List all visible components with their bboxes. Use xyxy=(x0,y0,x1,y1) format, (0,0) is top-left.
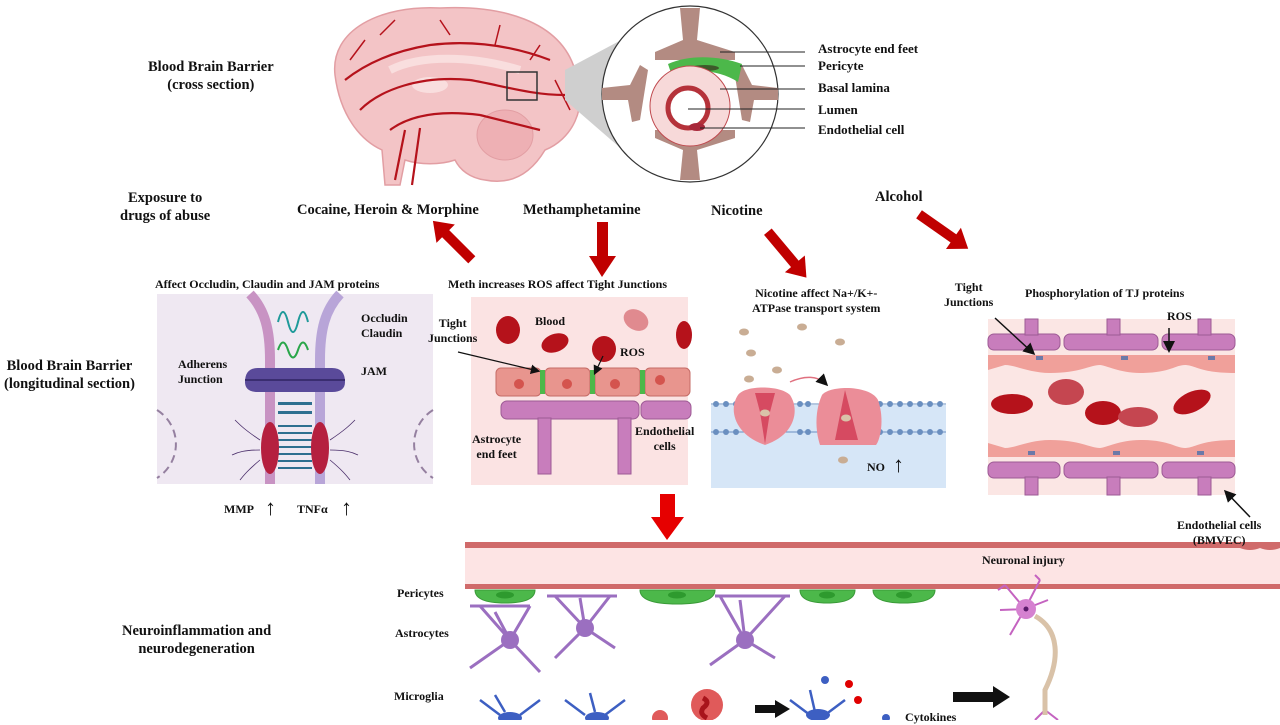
no-label: NO xyxy=(867,460,885,474)
meth-ros-label: ROS xyxy=(620,345,645,359)
adherens-junction-label: Adherens Junction xyxy=(178,357,227,387)
drug-alcohol: Alcohol xyxy=(875,189,923,205)
callout-pericyte: Pericyte xyxy=(818,58,864,73)
meth-panel-caption: Meth increases ROS affect Tight Junction… xyxy=(448,277,667,291)
pericytes-label: Pericytes xyxy=(397,586,444,600)
neuroinflammation-line2: neurodegeneration xyxy=(138,641,255,658)
panel-meth-illustration xyxy=(457,297,692,485)
callout-endothelial-cell: Endothelial cell xyxy=(818,122,905,137)
jam-label: JAM xyxy=(361,364,387,378)
panel-nicotine-illustration xyxy=(711,323,946,488)
callout-basal-lamina: Basal lamina xyxy=(818,80,890,95)
mmp-up-arrow-icon: ↑ xyxy=(265,495,276,520)
cross-section-title-line2: (cross section) xyxy=(167,77,255,94)
drug-cocaine-heroin-morphine: Cocaine, Heroin & Morphine xyxy=(297,202,479,218)
neuron-illustration xyxy=(997,574,1059,720)
black-arrows xyxy=(755,686,1010,718)
meth-tight-line1: Tight xyxy=(438,316,467,330)
mmp-label: MMP xyxy=(224,502,254,516)
cocaine-panel-caption: Affect Occludin, Claudin and JAM protein… xyxy=(155,277,380,291)
adherens-line1: Adherens xyxy=(178,357,228,371)
claudin-label: Claudin xyxy=(361,326,403,340)
drug-arrows xyxy=(432,210,969,278)
alcohol-ros-label: ROS xyxy=(1167,309,1192,323)
bmvec-label: Endothelial cells (BMVEC) xyxy=(1177,518,1261,548)
microglia-label: Microglia xyxy=(394,689,444,703)
longitudinal-title: Blood Brain Barrier (longitudinal sectio… xyxy=(4,357,135,393)
arrow-cocaine xyxy=(432,220,476,264)
arrow-alcohol xyxy=(916,210,969,250)
bmvec-line2: (BMVEC) xyxy=(1192,533,1246,547)
activated-microglia xyxy=(652,689,723,720)
meth-endo-line2: cells xyxy=(653,439,676,453)
neuronal-injury-label: Neuronal injury xyxy=(982,553,1065,567)
tnf-label: TNFα xyxy=(297,502,328,516)
alcohol-tight-line2: Junctions xyxy=(944,295,994,309)
longitudinal-title-line2: (longitudinal section) xyxy=(4,376,135,393)
astrocyte-end-feet-label: Astrocyte end feet xyxy=(472,432,521,462)
neuroinflammation-line1: Neuroinflammation and xyxy=(122,623,272,639)
drug-nicotine: Nicotine xyxy=(711,203,763,219)
callout-astrocyte-end-feet: Astrocyte end feet xyxy=(818,41,919,56)
callout-lumen: Lumen xyxy=(818,102,858,117)
meth-endo-line1: Endothelial xyxy=(635,424,695,438)
meth-tight-junctions-label: Tight Junctions xyxy=(428,316,477,346)
exposure-line2: drugs of abuse xyxy=(120,208,211,225)
panel-cocaine-illustration xyxy=(156,290,434,484)
drug-methamphetamine: Methamphetamine xyxy=(523,202,641,218)
cross-section-title: Blood Brain Barrier (cross section) xyxy=(148,58,274,94)
nicotine-caption-line1: Nicotine affect Na+/K+- xyxy=(755,286,878,300)
astrocytes-label: Astrocytes xyxy=(395,626,449,640)
arrow-meth xyxy=(589,222,616,277)
exposure-line1: Exposure to xyxy=(127,190,203,206)
meth-tight-line2: Junctions xyxy=(428,331,478,345)
cytokine-dots xyxy=(821,676,890,720)
alcohol-panel-caption: Phosphorylation of TJ proteins xyxy=(1025,286,1185,300)
neuroinflammation-title: Neuroinflammation and neurodegeneration xyxy=(122,622,271,658)
blood-label: Blood xyxy=(535,314,566,328)
cross-section-title-line1: Blood Brain Barrier xyxy=(148,59,274,75)
arrow-nicotine xyxy=(764,228,807,278)
arrow-converge xyxy=(651,494,684,540)
astro-line2: end feet xyxy=(476,447,517,461)
astro-line1: Astrocyte xyxy=(472,432,522,446)
cross-section-circle xyxy=(601,5,805,183)
occludin-label: Occludin xyxy=(361,311,408,325)
panel-alcohol-illustration xyxy=(987,317,1251,518)
nicotine-panel-caption: Nicotine affect Na+/K+- ATPase transport… xyxy=(752,286,880,316)
no-up-arrow-icon: ↑ xyxy=(893,452,904,477)
vessel-illustration xyxy=(465,542,1280,605)
alcohol-tight-line1: Tight xyxy=(954,280,983,294)
brain-illustration xyxy=(334,6,581,186)
alcohol-tight-junctions-label: Tight Junctions xyxy=(944,280,993,310)
astrocyte-bodies xyxy=(501,619,754,649)
adherens-line2: Junction xyxy=(178,372,223,386)
bmvec-line1: Endothelial cells xyxy=(1177,518,1262,532)
zoom-box xyxy=(506,71,538,101)
nicotine-caption-line2: ATPase transport system xyxy=(752,301,881,315)
longitudinal-title-line1: Blood Brain Barrier xyxy=(6,358,133,374)
meth-endothelial-cells-label: Endothelial cells xyxy=(635,424,694,454)
tnf-up-arrow-icon: ↑ xyxy=(341,495,352,520)
cytokines-label: Cytokines xyxy=(905,710,957,724)
exposure-label: Exposure to drugs of abuse xyxy=(120,189,210,225)
